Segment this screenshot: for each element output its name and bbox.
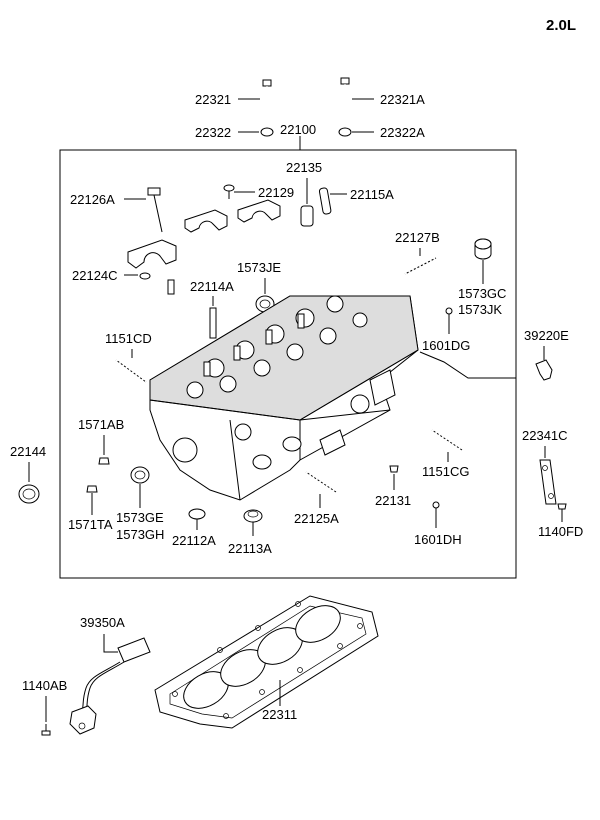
part-22115a[interactable] <box>318 187 332 215</box>
part-1140fd[interactable] <box>557 503 567 516</box>
part-39350a[interactable] <box>69 637 151 735</box>
label-1573gc: 1573GC <box>458 286 506 301</box>
label-22115a: 22115A <box>350 187 394 202</box>
head-bolt-22321a[interactable] <box>340 77 350 118</box>
label-22126a: 22126A <box>70 192 115 207</box>
washer-22322[interactable] <box>260 127 274 137</box>
label-1573gh: 1573GH <box>116 527 164 542</box>
label-1601dg: 1601DG <box>422 338 470 353</box>
part-1151cg[interactable] <box>431 429 463 451</box>
label-1573je: 1573JE <box>237 260 281 275</box>
engine-displacement-label: 2.0L <box>546 17 576 34</box>
label-22125a: 22125A <box>294 511 339 526</box>
label-22127b: 22127B <box>395 230 440 245</box>
part-22144[interactable] <box>18 484 40 504</box>
label-22131: 22131 <box>375 493 411 508</box>
label-22124c: 22124C <box>72 268 118 283</box>
part-1151cd[interactable] <box>115 359 147 383</box>
assembly-frame <box>59 149 517 579</box>
label-39220e: 39220E <box>524 328 569 343</box>
label-22100: 22100 <box>280 122 316 137</box>
label-1573jk: 1573JK <box>458 302 502 317</box>
label-39350a: 39350A <box>80 615 125 630</box>
part-22129[interactable] <box>223 184 235 199</box>
part-39220e[interactable] <box>535 359 553 381</box>
part-1601dg[interactable] <box>445 307 453 315</box>
part-22124c[interactable] <box>127 239 177 295</box>
label-1601dh: 1601DH <box>414 532 462 547</box>
label-22311: 22311 <box>262 707 297 722</box>
label-1571ab: 1571AB <box>78 417 124 432</box>
part-1140ab[interactable] <box>41 724 51 736</box>
part-1573ge[interactable] <box>130 466 150 484</box>
part-22112a[interactable] <box>188 508 206 520</box>
label-22114a: 22114A <box>190 279 234 294</box>
part-22125a[interactable] <box>305 471 337 493</box>
label-22129: 22129 <box>258 185 294 200</box>
label-22322: 22322 <box>195 125 231 140</box>
label-22322a: 22322A <box>380 125 425 140</box>
part-22126a[interactable] <box>147 187 163 233</box>
label-1140fd: 1140FD <box>538 524 583 539</box>
label-22135: 22135 <box>286 160 322 175</box>
label-22321a: 22321A <box>380 92 425 107</box>
label-1140ab: 1140AB <box>22 678 67 693</box>
part-1571ab[interactable] <box>98 457 110 465</box>
part-1601dh[interactable] <box>432 501 440 509</box>
part-22114a[interactable] <box>209 307 217 339</box>
part-22341c[interactable] <box>539 459 557 505</box>
head-gasket-22311[interactable] <box>154 595 379 729</box>
label-1573ge: 1573GE <box>116 510 164 525</box>
part-22113a[interactable] <box>243 509 263 523</box>
label-22144: 22144 <box>10 444 46 459</box>
label-1151cg: 1151CG <box>422 464 469 479</box>
camshaft-bearing-caps[interactable] <box>184 199 281 233</box>
part-22131[interactable] <box>389 465 399 473</box>
head-bolt-22321[interactable] <box>262 79 272 118</box>
cylinder-head-22100[interactable] <box>149 295 419 501</box>
label-1571ta: 1571TA <box>68 517 113 532</box>
label-22321: 22321 <box>195 92 231 107</box>
label-22113a: 22113A <box>228 541 272 556</box>
part-22135[interactable] <box>300 205 314 227</box>
label-1151cd: 1151CD <box>105 331 152 346</box>
part-1573gc[interactable] <box>474 238 492 260</box>
label-22341c: 22341C <box>522 428 568 443</box>
part-1571ta[interactable] <box>86 485 98 493</box>
washer-22322a[interactable] <box>338 127 352 137</box>
label-22112a: 22112A <box>172 533 216 548</box>
